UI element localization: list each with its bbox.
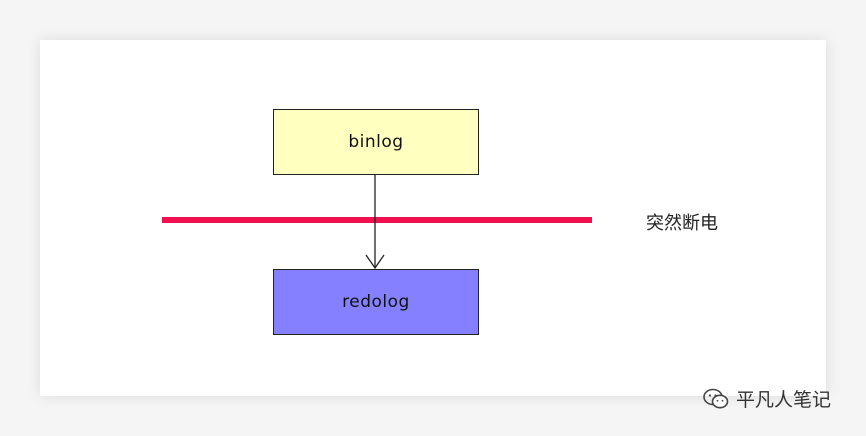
binlog-label: binlog bbox=[348, 132, 404, 152]
binlog-box: binlog bbox=[273, 109, 479, 175]
power-cut-label: 突然断电 bbox=[646, 213, 718, 234]
redolog-box: redolog bbox=[273, 269, 479, 335]
watermark: 平凡人笔记 bbox=[702, 385, 831, 412]
redolog-label: redolog bbox=[342, 292, 410, 312]
wechat-icon bbox=[703, 388, 729, 408]
watermark-text: 平凡人笔记 bbox=[736, 389, 832, 411]
